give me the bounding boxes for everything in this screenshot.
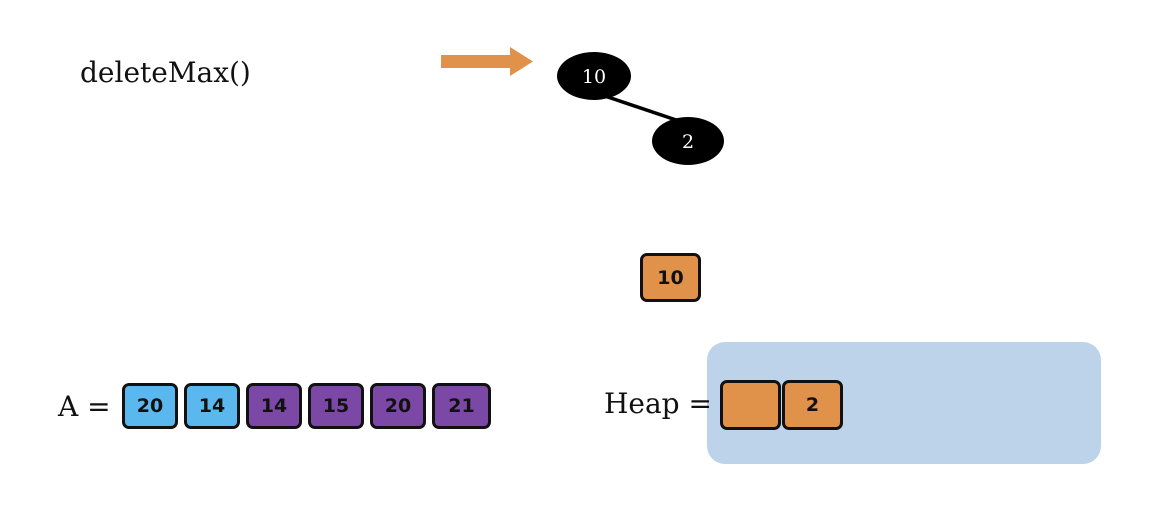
tree-node-root: 10 — [557, 52, 631, 100]
heap-cell: 2 — [782, 380, 843, 430]
array-cell: 15 — [308, 383, 364, 429]
array-cell: 14 — [184, 383, 240, 429]
array-label: A = — [58, 390, 111, 423]
tree-node-child-label: 2 — [682, 131, 694, 153]
extracted-max-cell: 10 — [640, 253, 701, 302]
array-cell: 14 — [246, 383, 302, 429]
heap-cell — [720, 380, 781, 430]
array-cell: 21 — [432, 383, 491, 429]
tree-node-child: 2 — [652, 117, 724, 165]
array-cell: 20 — [122, 383, 178, 429]
tree-edge — [595, 91, 689, 126]
heap-label: Heap = — [604, 387, 712, 420]
pointer-arrow-icon — [441, 47, 533, 76]
array-cell: 20 — [370, 383, 426, 429]
tree-node-root-label: 10 — [582, 66, 606, 88]
operation-title: deleteMax() — [80, 56, 251, 89]
